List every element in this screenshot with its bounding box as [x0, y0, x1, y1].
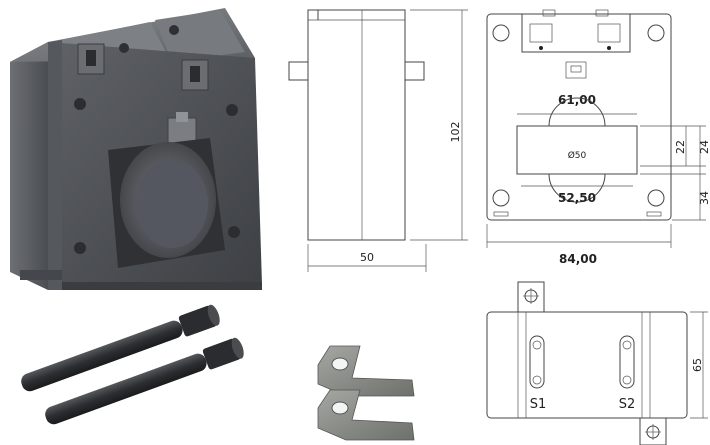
- side-view-drawing: 102 50: [288, 9, 468, 272]
- screw-rods-photo: [21, 304, 244, 425]
- terminal-s2-label: S2: [619, 397, 636, 412]
- terminal-s1-label: S1: [530, 397, 547, 412]
- dimension-34: 34: [698, 191, 710, 205]
- mounting-brackets-photo: [317, 345, 415, 441]
- dimension-24: 24: [698, 140, 710, 154]
- bottom-view-drawing: S1 S2 65: [486, 281, 708, 445]
- dimension-22: 22: [674, 140, 687, 154]
- diameter-label: Ø50: [568, 150, 587, 161]
- front-view-drawing: 61,00 Ø50 52,50 22 24 34 84,00: [486, 9, 710, 266]
- side-width-dimension: 50: [360, 251, 374, 264]
- front-width-label: 84,00: [559, 252, 597, 266]
- side-height-dimension: 102: [449, 122, 462, 143]
- hole-inner-width-label: 52,50: [558, 191, 596, 205]
- hole-outer-width-label: 61,00: [558, 93, 596, 107]
- transformer-photo: [10, 8, 262, 290]
- bottom-height-dimension: 65: [691, 358, 704, 372]
